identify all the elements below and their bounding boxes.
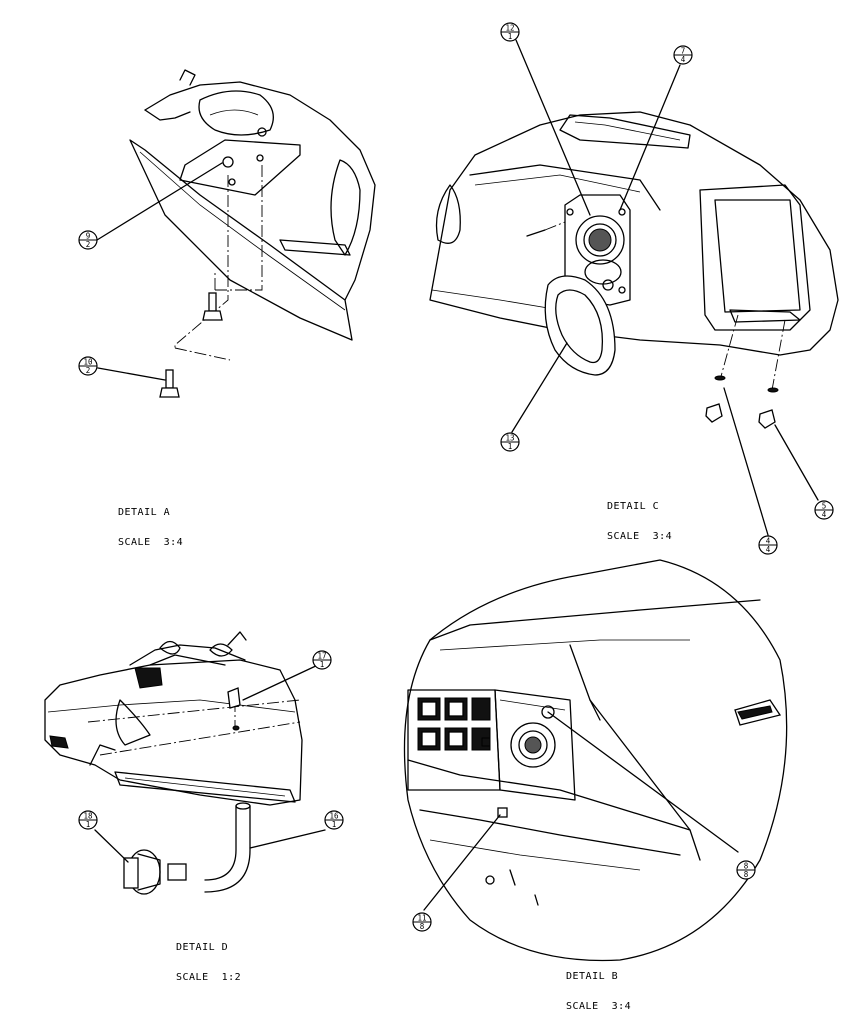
detail-d-scale: SCALE 1:2 — [176, 972, 242, 983]
svg-text:4: 4 — [822, 510, 827, 519]
exploded-parts-diagram: 92 102 121 74 131 44 54 171 — [44, 22, 839, 962]
svg-text:10: 10 — [83, 358, 93, 367]
item-balloons: 92 102 121 74 131 44 54 171 — [78, 22, 834, 932]
detail-c-drawing — [429, 111, 839, 429]
detail-d-title: DETAIL D — [176, 942, 229, 953]
svg-text:12: 12 — [505, 24, 514, 33]
svg-text:1: 1 — [332, 820, 337, 829]
svg-text:17: 17 — [317, 652, 326, 661]
svg-text:8: 8 — [744, 870, 749, 879]
detail-c-scale: SCALE 3:4 — [607, 531, 673, 542]
svg-text:7: 7 — [681, 47, 686, 56]
svg-text:18: 18 — [83, 812, 93, 821]
detail-a-scale: SCALE 3:4 — [118, 537, 184, 548]
svg-text:13: 13 — [505, 434, 514, 443]
leader-lines — [94, 39, 819, 911]
svg-text:4: 4 — [766, 537, 771, 546]
detail-b-drawing — [403, 559, 788, 962]
svg-text:4: 4 — [766, 545, 771, 554]
detail-c-caption: DETAIL C SCALE 3:4 — [607, 482, 672, 552]
svg-text:5: 5 — [822, 502, 827, 511]
balloon-item-18: 181 — [78, 810, 98, 830]
balloon-item-12: 121 — [500, 22, 520, 42]
svg-text:1: 1 — [508, 442, 513, 451]
balloon-item-13: 131 — [500, 432, 520, 452]
balloon-item-8: 88 — [736, 860, 756, 880]
svg-text:1: 1 — [86, 820, 91, 829]
detail-a-caption: DETAIL A SCALE 3:4 — [118, 488, 183, 558]
svg-text:4: 4 — [681, 55, 686, 64]
balloon-item-10: 102 — [78, 356, 98, 376]
detail-c-title: DETAIL C — [607, 501, 660, 512]
detail-b-caption: DETAIL B SCALE 3:4 — [566, 952, 631, 1022]
svg-text:16: 16 — [329, 812, 339, 821]
detail-d-drawing — [44, 631, 303, 895]
svg-text:1: 1 — [508, 32, 513, 41]
balloon-item-4: 44 — [758, 535, 778, 555]
detail-a-title: DETAIL A — [118, 507, 171, 518]
balloon-item-16: 161 — [324, 810, 344, 830]
balloon-item-7: 74 — [673, 45, 693, 65]
detail-b-scale: SCALE 3:4 — [566, 1001, 632, 1012]
detail-d-caption: DETAIL D SCALE 1:2 — [176, 923, 241, 993]
detail-b-title: DETAIL B — [566, 971, 619, 982]
balloon-item-17: 171 — [312, 650, 332, 670]
svg-text:9: 9 — [86, 232, 91, 241]
svg-text:8: 8 — [420, 922, 425, 931]
detail-a-drawing — [129, 69, 376, 398]
balloon-item-5: 54 — [814, 500, 834, 520]
svg-text:8: 8 — [744, 862, 749, 871]
balloon-item-11: 118 — [412, 912, 432, 932]
balloon-item-9: 92 — [78, 230, 98, 250]
svg-text:2: 2 — [86, 366, 91, 375]
svg-text:11: 11 — [417, 914, 426, 923]
svg-text:2: 2 — [86, 240, 91, 249]
svg-text:1: 1 — [320, 660, 325, 669]
